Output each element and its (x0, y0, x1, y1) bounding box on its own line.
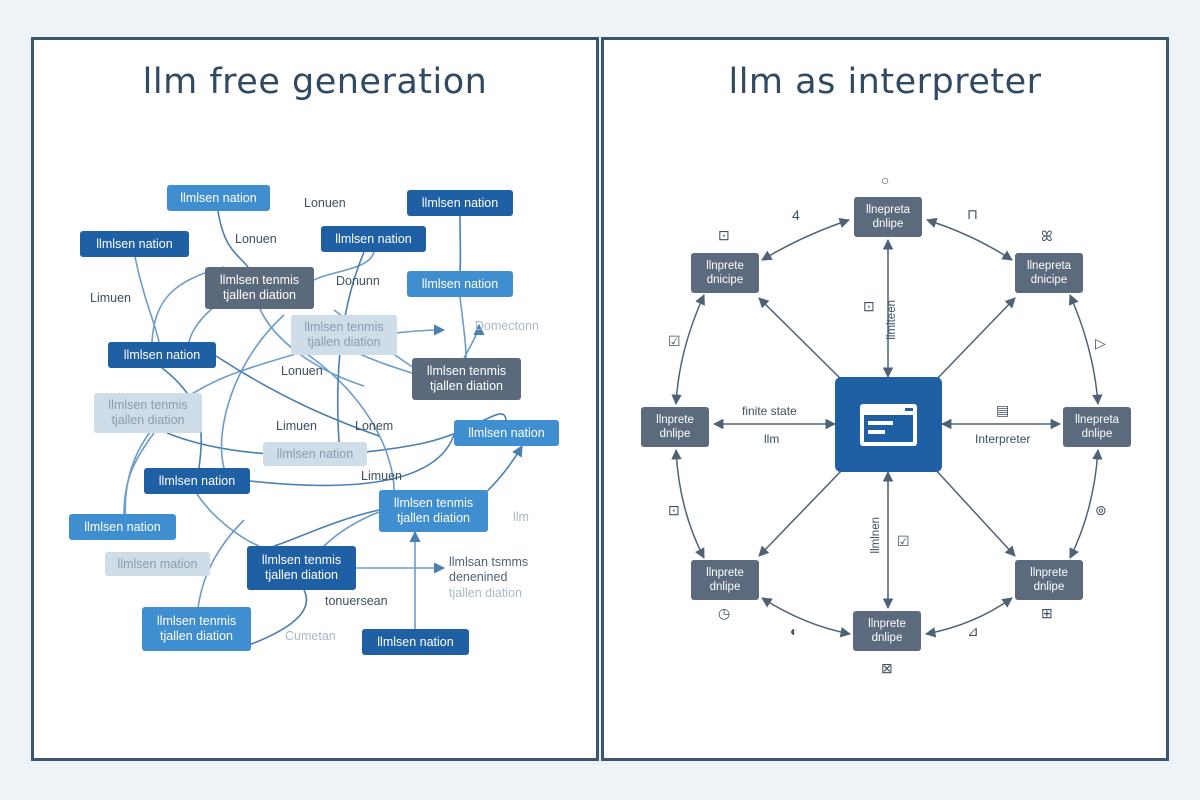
ring-arrow (761, 597, 852, 638)
graph-node: llmlsen tenmis tjallen diation (142, 607, 251, 651)
interpreter-node: llnprete dnicipe (691, 253, 759, 293)
edge-path (249, 434, 455, 487)
edge-path (166, 413, 507, 456)
grid-icon: ⊞ (1041, 605, 1053, 621)
interpreter-node: llnprete dnlipe (1015, 560, 1083, 600)
graph-node: llmlsen nation (321, 226, 426, 252)
edge-path (220, 314, 285, 469)
ring-arrow (925, 217, 1013, 261)
check-icon: ☑ (897, 533, 910, 549)
graph-node: llmlsen nation (407, 190, 513, 216)
window-icon (860, 404, 917, 446)
checkbox-icon: ☑ (668, 333, 681, 349)
edge-path (273, 509, 380, 547)
graph-node: llmlsen tenmis tjallen diation (205, 267, 314, 309)
free-generation-title: llm free generation (142, 62, 488, 102)
graph-node: llmlsen nation (69, 514, 176, 540)
corner-bracket-icon: ⊓ (967, 206, 978, 222)
interpreter-node: llnprete dnlipe (641, 407, 709, 447)
graph-node: llmlsen nation (80, 231, 189, 257)
graph-node: llmlsen nation (362, 629, 469, 655)
number-four-icon: 4 (792, 207, 800, 223)
edge-path (463, 323, 485, 359)
ring-arrow (924, 597, 1013, 638)
vertical-label-bottom: llmlnen (870, 517, 882, 554)
llm-label: llm (764, 432, 780, 446)
graph-node: llmlsen nation (108, 342, 216, 368)
edge-label: Lonuen (235, 232, 277, 246)
graph-node: llmlsen nation (407, 271, 513, 297)
interpreter-panel: llm as interpreter llnepreta dnlipe llnp… (601, 37, 1169, 761)
graph-node: llmlsen nation (167, 185, 270, 211)
target-icon: ⊚ (1095, 502, 1107, 518)
interpreter-node: llnepreta dnlipe (854, 197, 922, 237)
edge-label: Limuen (276, 419, 317, 433)
edge-label: Donunn (336, 274, 380, 288)
half-circle-icon: ◐ (790, 623, 799, 639)
interpreter-node: llnprete dnlipe (691, 560, 759, 600)
clock-icon: ◷ (718, 605, 731, 621)
ring-arrow (1068, 294, 1103, 406)
checkbox-small-icon: ⊡ (668, 502, 680, 518)
interpreter-title: llm as interpreter (728, 62, 1042, 102)
edge-path (123, 432, 155, 515)
graph-node: llmlsen nation (144, 468, 250, 494)
free-generation-panel: llm free generation llmlsen nation llmls… (31, 37, 599, 761)
edge-label: Lonem (355, 419, 394, 433)
graph-node: llmlsen tenmis tjallen diation (247, 546, 356, 590)
ring-arrow (671, 294, 705, 406)
edge-label: Domectonn (475, 319, 539, 333)
edge-label: llm (513, 510, 529, 524)
graph-node: llmlsen tenmis tjallen diation (379, 490, 488, 532)
cross-box-icon: ⊠ (881, 660, 893, 676)
edge-label: Lonuen (304, 196, 346, 210)
interpreter-node: llnprete dnlipe (853, 611, 921, 651)
vertical-label-top: llmlteen (886, 300, 898, 340)
triangle-icon: ⊿ (967, 623, 979, 639)
edge-label: Lonuen (281, 364, 323, 378)
graph-node: llmlsen tenmis tjallen diation (291, 315, 397, 355)
edge-label: tonuersean (325, 594, 388, 608)
graph-node: llmlsen mation (105, 552, 210, 576)
play-outline-icon: ▷ (1095, 335, 1106, 351)
edge-label: Cumetan (285, 629, 336, 643)
circle-outline-icon: ○ (881, 172, 890, 188)
graph-node: llmlsen tenmis tjallen diation (412, 358, 521, 400)
central-interpreter-hub (835, 377, 942, 472)
edge-path (459, 296, 467, 359)
edge-path (215, 355, 380, 437)
edge-path (234, 589, 308, 651)
spoke-arrow (758, 467, 845, 557)
interpreter-node: llnepreta dnicipe (1015, 253, 1083, 293)
edge-path (313, 251, 375, 281)
image-box-icon: ⊡ (863, 298, 875, 314)
edge-label: Limuen (361, 469, 402, 483)
spoke-arrow (758, 297, 845, 383)
interpreter-edges (671, 217, 1103, 638)
edge-path (217, 210, 249, 268)
edge-path (196, 493, 260, 547)
graph-node: llmlsen tenmis tjallen diation (94, 393, 202, 433)
spoke-arrow (933, 297, 1016, 383)
ring-arrow (761, 218, 850, 261)
edge-label: Limuen (90, 291, 131, 305)
graph-node: llmlsen nation (263, 442, 367, 466)
ring-arrow (671, 448, 705, 559)
graph-node: llmlsen nation (454, 420, 559, 446)
finite-state-label: finite state (742, 404, 797, 418)
ring-arrow (1069, 448, 1103, 559)
interpreter-node: llnepreta dnlipe (1063, 407, 1131, 447)
small-box-icon: ⊡ (718, 227, 730, 243)
spoke-arrow (933, 467, 1016, 557)
edge-path (303, 351, 395, 491)
edge-label: llmlsan tsmms denenined (449, 555, 529, 584)
scissors-icon: ꕤ (1041, 228, 1053, 244)
interpreter-label: Interpreter (975, 432, 1031, 446)
document-icon: ▤ (996, 402, 1010, 418)
edge-path (134, 256, 160, 343)
edge-label: tjallen diation (449, 586, 522, 600)
